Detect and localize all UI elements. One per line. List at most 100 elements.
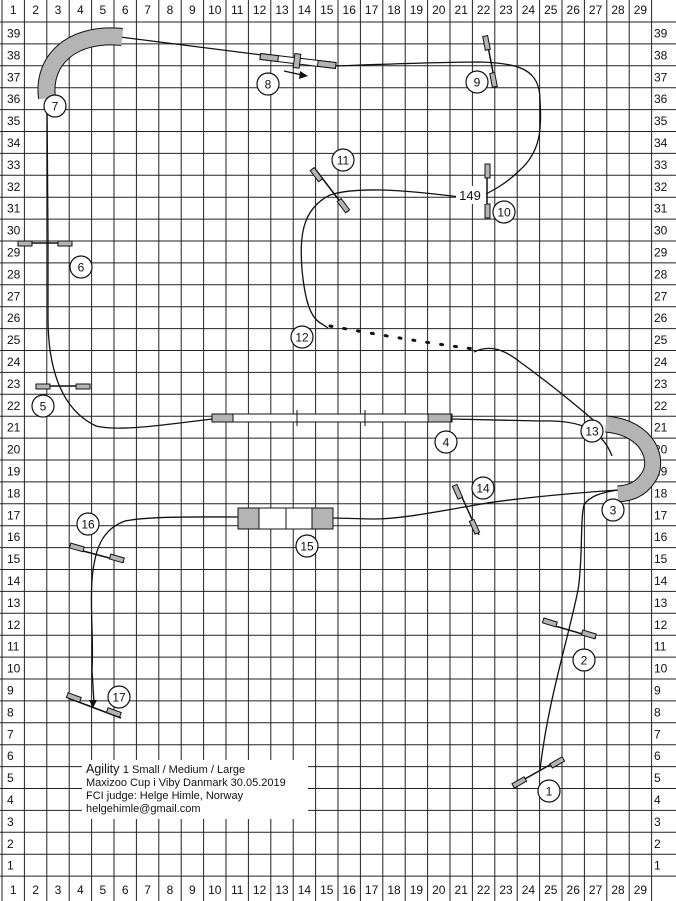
col-label-top: 3 <box>55 3 62 17</box>
col-label-top: 24 <box>522 3 536 17</box>
number-label: 7 <box>52 100 59 114</box>
col-label-bottom: 12 <box>253 883 267 897</box>
obstacle-number-2: 2 <box>572 648 596 672</box>
path-7-to-8 <box>119 36 263 56</box>
row-label-left: 8 <box>7 705 14 719</box>
col-label-top: 23 <box>499 3 513 17</box>
row-label-right: 14 <box>654 574 668 588</box>
row-label-left: 23 <box>7 377 21 391</box>
seesaw-8-arrow <box>283 70 303 76</box>
row-label-right: 12 <box>654 618 668 632</box>
course-info-box: Agility 1 Small / Medium / Large Maxizoo… <box>82 760 308 819</box>
row-label-right: 39 <box>654 26 668 40</box>
col-label-bottom: 24 <box>522 883 536 897</box>
number-label: 15 <box>300 540 314 554</box>
row-label-left: 35 <box>7 114 21 128</box>
row-label-left: 11 <box>7 640 20 654</box>
col-label-top: 25 <box>544 3 558 17</box>
number-circle <box>492 200 516 224</box>
path-8-to-9 <box>335 61 542 198</box>
obstacle-number-3: 3 <box>601 498 625 522</box>
row-label-left: 6 <box>7 749 14 763</box>
info-title-line: Agility 1 Small / Medium / Large <box>86 763 304 777</box>
obstacle-number-15: 15 <box>295 534 319 558</box>
number-label: 12 <box>295 331 309 345</box>
row-label-right: 3 <box>654 815 661 829</box>
col-label-top: 19 <box>410 3 424 17</box>
col-label-bottom: 13 <box>275 883 289 897</box>
row-label-left: 33 <box>7 158 21 172</box>
obstacle-number-11: 11 <box>331 148 355 172</box>
obstacle-number-17: 17 <box>107 685 131 709</box>
row-label-left: 36 <box>7 92 21 106</box>
course-length-bg <box>456 186 486 204</box>
col-label-top: 28 <box>611 3 625 17</box>
col-label-top: 16 <box>343 3 357 17</box>
jump-2 <box>541 617 597 640</box>
number-label: 3 <box>610 504 617 518</box>
number-label: 13 <box>585 425 599 439</box>
number-circle <box>290 325 314 349</box>
jump-10 <box>484 163 491 219</box>
col-label-top: 10 <box>208 3 222 17</box>
row-label-left: 20 <box>7 443 21 457</box>
row-label-right: 8 <box>654 705 661 719</box>
col-label-bottom: 11 <box>231 883 244 897</box>
jump-16 <box>68 542 125 564</box>
row-label-left: 15 <box>7 552 21 566</box>
row-label-right: 25 <box>654 333 668 347</box>
col-label-top: 27 <box>589 3 603 17</box>
col-label-bottom: 14 <box>298 883 312 897</box>
col-label-top: 17 <box>365 3 379 17</box>
row-label-left: 14 <box>7 574 21 588</box>
tunnel-7-fill <box>38 28 123 100</box>
col-label-bottom: 15 <box>320 883 334 897</box>
row-label-left: 32 <box>7 180 21 194</box>
number-circle <box>471 476 495 500</box>
row-label-right: 6 <box>654 749 661 763</box>
row-label-left: 19 <box>7 464 21 478</box>
col-label-bottom: 16 <box>343 883 357 897</box>
number-circle <box>601 498 625 522</box>
obstacle-number-6: 6 <box>69 255 93 279</box>
path-15-to-17 <box>90 516 239 704</box>
info-classes: 1 Small / Medium / Large <box>122 764 246 776</box>
col-label-top: 4 <box>77 3 84 17</box>
number-circle <box>107 685 131 709</box>
row-label-right: 26 <box>654 311 668 325</box>
jump-5 <box>35 383 91 390</box>
row-label-left: 39 <box>7 26 21 40</box>
row-label-right: 23 <box>654 377 668 391</box>
grid-labels: 1122334455667788991010111112121313141415… <box>7 3 668 897</box>
col-label-top: 26 <box>567 3 581 17</box>
row-label-right: 7 <box>654 727 661 741</box>
number-label: 8 <box>265 78 272 92</box>
col-label-bottom: 7 <box>144 883 151 897</box>
row-label-left: 13 <box>7 596 21 610</box>
arrow-head-17 <box>89 700 97 708</box>
row-label-left: 18 <box>7 486 21 500</box>
col-label-top: 9 <box>189 3 196 17</box>
row-label-right: 16 <box>654 530 668 544</box>
col-label-top: 18 <box>387 3 401 17</box>
col-label-bottom: 22 <box>477 883 491 897</box>
row-label-left: 30 <box>7 224 21 238</box>
info-title: Agility <box>86 762 120 776</box>
row-label-left: 24 <box>7 355 21 369</box>
obstacle-number-9: 9 <box>465 70 489 94</box>
number-circle <box>465 70 489 94</box>
col-label-bottom: 29 <box>634 883 648 897</box>
row-label-right: 22 <box>654 399 668 413</box>
row-label-left: 2 <box>7 837 14 851</box>
col-label-top: 14 <box>298 3 312 17</box>
row-label-left: 9 <box>7 683 14 697</box>
col-label-top: 29 <box>634 3 648 17</box>
number-label: 2 <box>581 654 588 668</box>
row-label-left: 37 <box>7 70 21 84</box>
number-label: 14 <box>476 482 490 496</box>
col-label-bottom: 18 <box>387 883 401 897</box>
row-label-left: 16 <box>7 530 21 544</box>
row-label-right: 28 <box>654 267 668 281</box>
row-label-left: 29 <box>7 245 21 259</box>
jump-14 <box>451 483 481 536</box>
